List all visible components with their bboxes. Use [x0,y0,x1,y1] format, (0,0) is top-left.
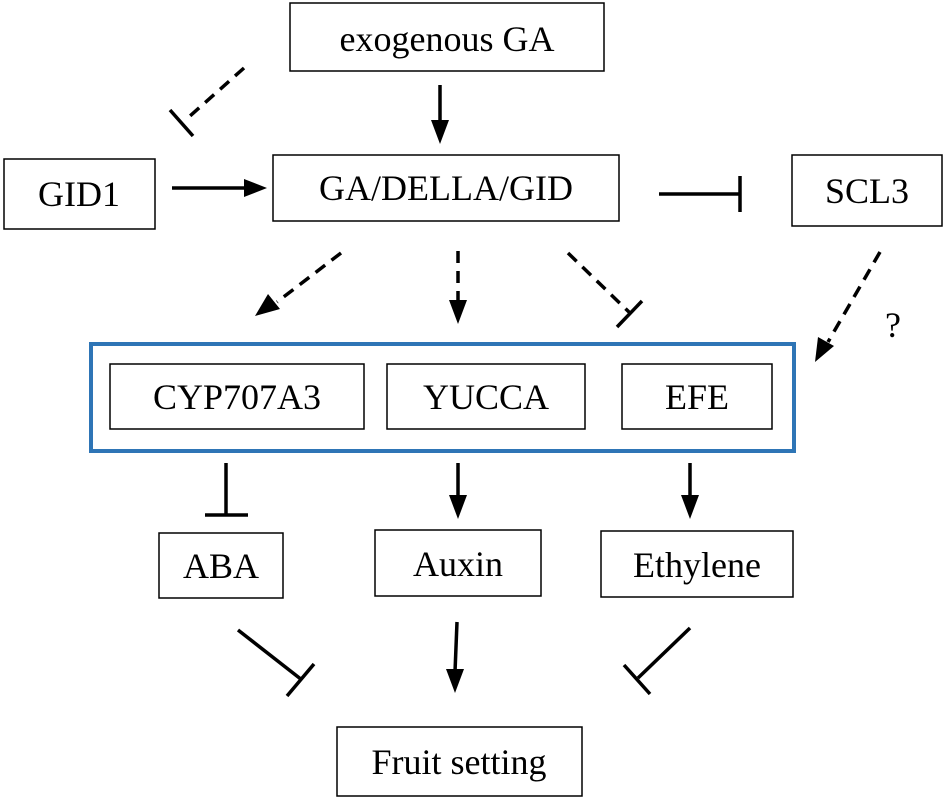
node-aba-label: ABA [183,546,259,586]
node-yucca-label: YUCCA [423,377,549,417]
node-scl3: SCL3 [791,154,943,227]
node-exogenous-ga-label: exogenous GA [340,19,555,59]
edge-exogenous-ga-inhibits-gid1 [168,66,246,138]
node-fruit-setting: Fruit setting [336,726,583,797]
node-ga-della-gid: GA/DELLA/GID [272,154,620,222]
edge-ga-della-gid-to-yucca [449,251,467,324]
node-fruit-setting-label: Fruit setting [371,742,546,782]
node-aba: ABA [158,532,284,599]
edge-yucca-to-auxin [449,463,467,519]
node-cyp707a3: CYP707A3 [109,363,365,430]
unknown-link-label: ? [885,305,901,345]
node-efe-label: EFE [665,377,729,417]
node-auxin: Auxin [374,529,542,597]
node-exogenous-ga: exogenous GA [289,2,605,72]
edge-ethylene-inhibits-fruit-setting [622,626,692,696]
node-gid1-label: GID1 [38,174,120,214]
node-scl3-label: SCL3 [825,171,909,211]
edge-ga-della-gid-to-cyp707a3 [255,251,343,316]
edge-gid1-to-ga-della-gid [172,179,267,197]
node-ethylene: Ethylene [600,530,794,598]
node-cyp707a3-label: CYP707A3 [153,377,321,417]
node-efe: EFE [621,363,773,430]
node-auxin-label: Auxin [413,544,503,584]
node-ga-della-gid-label: GA/DELLA/GID [319,168,573,208]
edge-aba-inhibits-fruit-setting [236,628,316,698]
edge-ga-della-gid-inhibits-efe [566,251,644,329]
edge-exogenous-ga-to-ga-della-gid [431,85,449,144]
node-gid1: GID1 [3,158,156,230]
edge-auxin-to-fruit-setting [446,621,464,693]
gene-group-box [89,342,796,453]
edge-cyp707a3-inhibits-aba [205,463,248,517]
edge-scl3-to-gene-group [815,251,882,362]
edge-efe-to-ethylene [681,463,699,519]
node-yucca: YUCCA [386,363,586,430]
node-ethylene-label: Ethylene [633,545,761,585]
edge-ga-della-gid-inhibits-scl3 [659,176,742,212]
